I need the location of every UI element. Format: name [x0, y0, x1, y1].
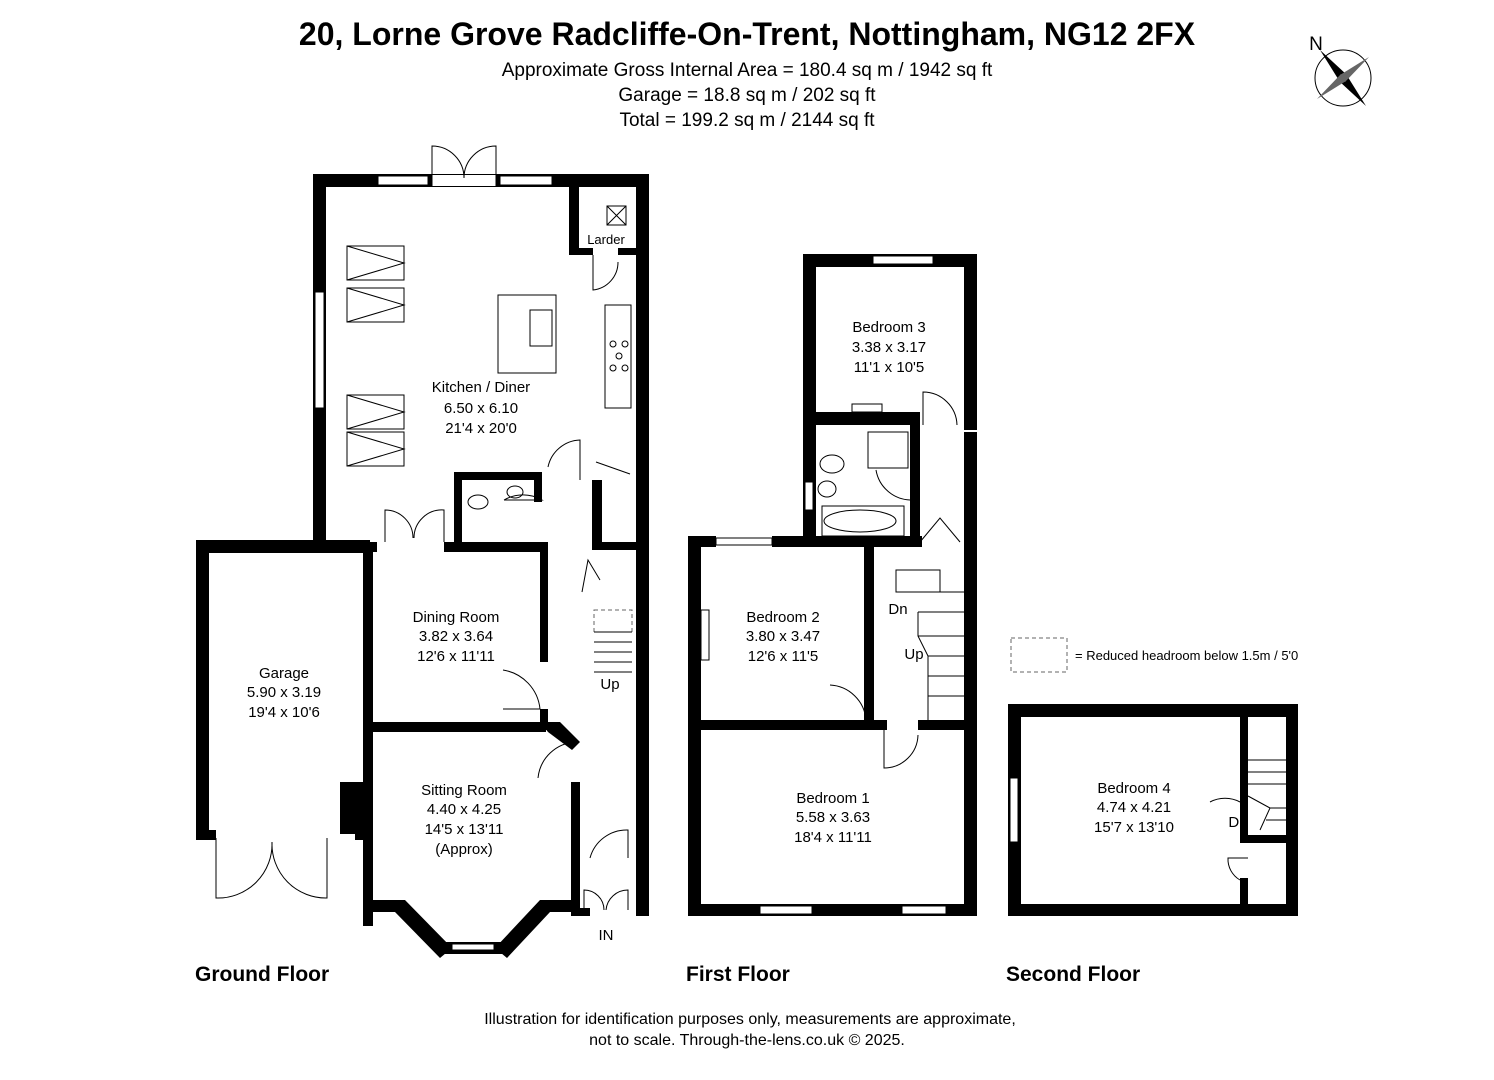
floor-label-ground: Ground Floor [195, 963, 329, 986]
room-size-imperial: 12'6 x 11'5 [748, 648, 819, 665]
compass-north-label: N [1309, 34, 1323, 55]
second-stairs-down-label: Dn [1228, 814, 1247, 831]
room-size-metric: 3.80 x 3.47 [746, 628, 820, 645]
room-size-imperial: 15'7 x 13'10 [1094, 819, 1174, 836]
room-dining-room: Dining Room 3.82 x 3.64 12'6 x 11'11 [413, 609, 500, 665]
property-address-title: 20, Lorne Grove Radcliffe-On-Trent, Nott… [299, 16, 1196, 52]
room-name: Sitting Room [421, 782, 507, 799]
gross-internal-area: Approximate Gross Internal Area = 180.4 … [502, 60, 993, 81]
room-kitchen-diner: Kitchen / Diner 6.50 x 6.10 21'4 x 20'0 [432, 379, 530, 437]
room-size-imperial: 14'5 x 13'11 [425, 821, 504, 838]
room-size-imperial: 19'4 x 10'6 [248, 704, 320, 721]
compass-rose-icon: N [1309, 34, 1372, 107]
second-floor-plan: Dn [1008, 704, 1298, 916]
room-size-metric: 5.90 x 3.19 [247, 684, 321, 701]
room-larder: Larder [587, 232, 625, 247]
room-garage: Garage 5.90 x 3.19 19'4 x 10'6 [247, 665, 321, 721]
entrance-label: IN [599, 927, 614, 944]
ground-stairs-up-label: Up [600, 676, 619, 693]
first-floor-plan: Dn Up [688, 254, 977, 916]
room-name: Bedroom 1 [796, 790, 869, 807]
room-name: Bedroom 2 [746, 609, 819, 626]
room-bedroom-4: Bedroom 4 4.74 x 4.21 15'7 x 13'10 [1094, 780, 1174, 836]
room-size-imperial: 21'4 x 20'0 [445, 420, 517, 437]
room-name: Bedroom 4 [1097, 780, 1170, 797]
room-size-metric: 4.40 x 4.25 [427, 801, 501, 818]
room-sitting-room: Sitting Room 4.40 x 4.25 14'5 x 13'11 (A… [421, 782, 507, 858]
room-size-metric: 6.50 x 6.10 [444, 400, 518, 417]
total-area: Total = 199.2 sq m / 2144 sq ft [619, 110, 875, 131]
room-size-metric: 3.38 x 3.17 [852, 339, 926, 356]
first-stairs-up-label: Up [904, 646, 923, 663]
disclaimer-line-1: Illustration for identification purposes… [484, 1011, 1016, 1028]
floor-label-first: First Floor [686, 963, 790, 986]
room-bedroom-1: Bedroom 1 5.58 x 3.63 18'4 x 11'11 [794, 790, 872, 846]
reduced-headroom-text: = Reduced headroom below 1.5m / 5'0 [1075, 648, 1298, 663]
reduced-headroom-legend: = Reduced headroom below 1.5m / 5'0 [1010, 637, 1298, 673]
disclaimer-line-2: not to scale. Through-the-lens.co.uk © 2… [589, 1032, 905, 1049]
room-size-imperial: 18'4 x 11'11 [794, 829, 872, 846]
first-stairs-down-label: Dn [888, 601, 907, 618]
room-name: Garage [259, 665, 309, 682]
room-size-imperial: 11'1 x 10'5 [854, 359, 925, 376]
room-name: Kitchen / Diner [432, 379, 530, 396]
reduced-headroom-swatch [1010, 637, 1068, 673]
room-note: (Approx) [435, 841, 493, 858]
room-name: Dining Room [413, 609, 500, 626]
room-name: Bedroom 3 [852, 319, 925, 336]
room-bedroom-2: Bedroom 2 3.80 x 3.47 12'6 x 11'5 [746, 609, 820, 665]
floor-label-second: Second Floor [1006, 963, 1140, 986]
room-size-metric: 4.74 x 4.21 [1097, 799, 1171, 816]
room-size-metric: 3.82 x 3.64 [419, 628, 493, 645]
room-bedroom-3: Bedroom 3 3.38 x 3.17 11'1 x 10'5 [852, 319, 926, 376]
garage-area: Garage = 18.8 sq m / 202 sq ft [618, 85, 876, 106]
room-size-metric: 5.58 x 3.63 [796, 809, 870, 826]
ground-floor-plan: Up IN [196, 145, 649, 958]
room-size-imperial: 12'6 x 11'11 [417, 648, 495, 665]
